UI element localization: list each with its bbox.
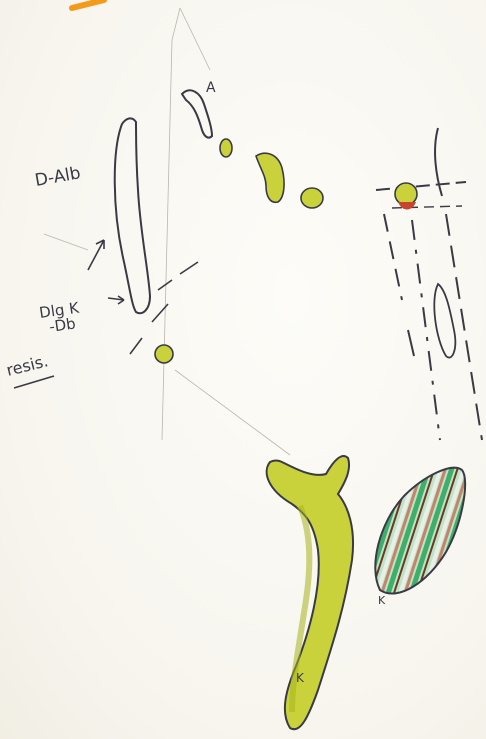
crossed-circle	[395, 183, 417, 205]
segment-a	[182, 90, 212, 137]
construction-lines	[44, 8, 290, 455]
blob-4	[155, 345, 173, 363]
orange-mark	[72, 0, 104, 8]
blob-2	[256, 153, 284, 202]
right-structure	[376, 128, 482, 440]
slash-lines	[130, 262, 198, 354]
blob-1	[220, 139, 232, 157]
resis-underline	[14, 376, 54, 388]
label-a: A	[206, 80, 216, 96]
striped-k-oval	[375, 468, 465, 594]
label-d-alb: D-Alb	[33, 163, 82, 191]
arrows	[88, 240, 124, 304]
label-resis: resis.	[4, 351, 50, 380]
blob-3	[301, 188, 323, 208]
arrow-up	[88, 240, 104, 270]
label-db: -Db	[48, 314, 77, 336]
yellow-blobs	[155, 139, 323, 363]
d-alb-outline	[115, 118, 150, 313]
label-k-striped: K	[378, 594, 386, 607]
loop-shape	[434, 284, 455, 358]
label-k-bottom: K	[296, 671, 305, 685]
